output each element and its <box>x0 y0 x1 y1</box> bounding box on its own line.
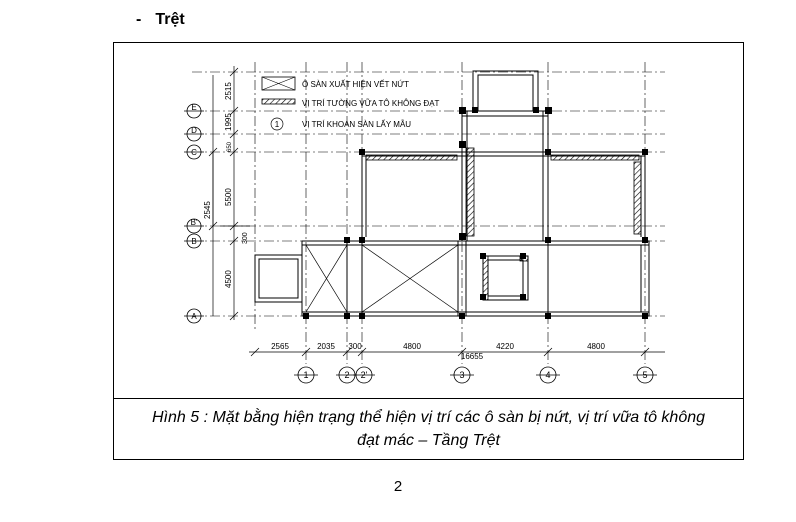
dim-v-650: 650 <box>227 141 233 152</box>
grid-label-D: D <box>191 126 197 135</box>
column <box>480 253 486 259</box>
heading-bullet: - <box>136 11 142 28</box>
grid-label-2: 2 <box>344 370 349 380</box>
dim-h-4800a: 4800 <box>403 342 421 351</box>
figure-caption: Hình 5 : Mặt bằng hiện trạng thể hiện vị… <box>114 406 743 452</box>
column <box>642 313 648 319</box>
grid-label-B-prime: B' <box>191 218 198 227</box>
columns <box>303 107 648 319</box>
top-projection-inner <box>477 74 534 112</box>
dim-v-1995: 1995 <box>224 113 233 131</box>
grid-label-B: B <box>191 237 196 246</box>
column <box>359 237 365 243</box>
column <box>459 107 466 114</box>
column-grid-labels: 1 2 2' 3 4 5 <box>303 370 647 380</box>
grid-label-2-prime: 2' <box>361 370 368 380</box>
dim-v-4500: 4500 <box>224 270 233 288</box>
upper-block-outline <box>361 151 646 242</box>
dim-h-2565: 2565 <box>271 342 289 351</box>
page-number: 2 <box>393 478 403 495</box>
horizontal-ticks <box>250 347 650 357</box>
core-block <box>461 110 549 242</box>
cracked-slabs <box>305 244 459 313</box>
caption-line-2: đạt mác – Tầng Trệt <box>357 432 500 449</box>
dim-h-2035: 2035 <box>317 342 335 351</box>
column <box>520 253 526 259</box>
column <box>459 313 465 319</box>
column <box>459 141 466 148</box>
legend-core-symbol: 1 <box>275 120 280 129</box>
horizontal-dim-labels: 2565 2035 300 4800 4220 4800 16655 <box>271 342 605 361</box>
lower-block-outline <box>301 240 650 317</box>
legend-crack-label: Ô SÀN XUẤT HIỆN VẾT NỨT <box>302 79 409 89</box>
dim-h-300: 300 <box>348 342 362 351</box>
grid-label-4: 4 <box>545 370 550 380</box>
legend-wall-icon <box>261 98 296 105</box>
grid-label-A: A <box>191 312 197 321</box>
crack-x2b <box>361 244 459 313</box>
horizontal-dimensions <box>249 347 665 357</box>
hatched-wall-right <box>633 161 642 235</box>
grid-label-5: 5 <box>642 370 647 380</box>
legend-crack-icon <box>261 76 296 91</box>
hatched-wall-top-right <box>550 154 640 161</box>
dim-v-300: 300 <box>242 232 249 244</box>
crack-x1b <box>305 244 348 313</box>
left-separate-box-inner <box>258 258 299 299</box>
vertical-dim-labels: 2515 1995 650 5500 2545 300 4500 <box>203 82 249 288</box>
column <box>545 313 551 319</box>
top-projection <box>472 70 539 112</box>
legend-core-icon <box>270 117 284 131</box>
grid-label-3: 3 <box>459 370 464 380</box>
row-grid-bubbles <box>184 103 204 324</box>
column <box>545 149 551 155</box>
hatched-wall-room-left <box>482 255 489 301</box>
frame-divider <box>114 398 743 399</box>
legend-wall-label: VỊ TRÍ TƯỜNG VỮA TÔ KHÔNG ĐẠT <box>302 99 440 108</box>
dim-v-2545: 2545 <box>203 201 212 219</box>
legend-core-label: VỊ TRÍ KHOAN SÀN LẤY MẪU <box>302 119 411 129</box>
column <box>472 107 478 113</box>
hatched-walls <box>365 147 642 301</box>
inner-room-inner <box>487 259 524 297</box>
column <box>480 294 486 300</box>
vertical-dimensions <box>208 66 250 321</box>
inner-room <box>482 255 529 301</box>
dim-h-4220: 4220 <box>496 342 514 351</box>
column <box>344 237 350 243</box>
hatched-wall-top-left <box>365 154 458 161</box>
row-grid-labels: E D C B' B A <box>191 103 198 321</box>
hatched-wall-core <box>465 147 475 237</box>
grid-label-C: C <box>191 148 197 157</box>
dim-v-2515: 2515 <box>224 82 233 100</box>
caption-line-1: Hình 5 : Mặt bằng hiện trạng thể hiện vị… <box>151 409 706 426</box>
column <box>642 237 648 243</box>
legend: Ô SÀN XUẤT HIỆN VẾT NỨT VỊ TRÍ TƯỜNG VỮA… <box>261 76 440 131</box>
column <box>344 313 350 319</box>
left-separate-box <box>254 254 303 303</box>
column <box>545 107 552 114</box>
column <box>303 313 309 319</box>
column-grid-bubbles <box>294 366 657 384</box>
grid-label-1: 1 <box>303 370 308 380</box>
column <box>642 149 648 155</box>
dim-total: 16655 <box>461 352 484 361</box>
column <box>359 149 365 155</box>
heading-text: Trệt <box>155 11 185 28</box>
column <box>359 313 365 319</box>
dim-v-5500: 5500 <box>224 188 233 206</box>
dim-h-4800b: 4800 <box>587 342 605 351</box>
column <box>520 294 526 300</box>
grid-label-E: E <box>191 103 196 112</box>
figure-frame: Hình 5 : Mặt bằng hiện trạng thể hiện vị… <box>113 42 744 460</box>
column <box>533 107 539 113</box>
vertical-ticks <box>208 67 239 321</box>
section-heading: -Trệt <box>136 11 185 29</box>
column <box>545 237 551 243</box>
column <box>459 233 466 240</box>
